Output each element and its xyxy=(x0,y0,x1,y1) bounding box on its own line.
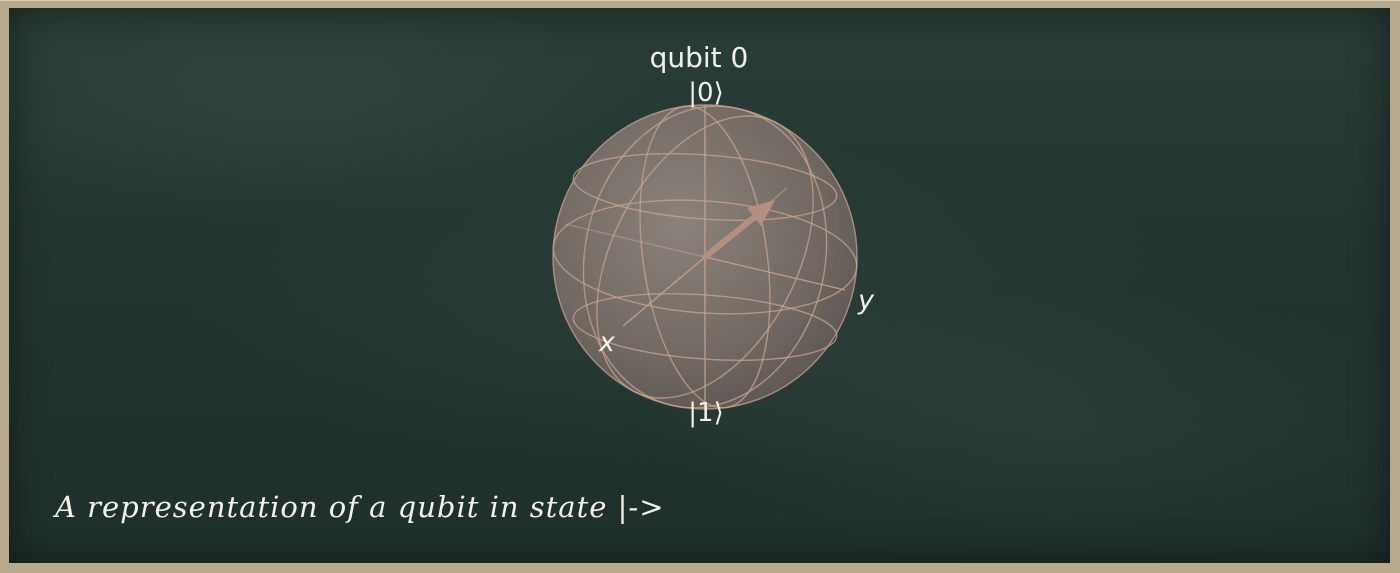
sphere-wireframe xyxy=(552,104,858,410)
meridian-line xyxy=(596,115,814,399)
ket-one-label: |1⟩ xyxy=(688,398,723,428)
latitude-line xyxy=(572,293,838,361)
meridian-line xyxy=(582,105,828,409)
y-axis xyxy=(704,256,846,291)
meridian-line xyxy=(639,105,771,409)
latitude-line xyxy=(572,153,838,221)
equator-line xyxy=(552,199,858,315)
y-axis-back xyxy=(564,223,706,258)
diagram-title: qubit 0 xyxy=(650,41,749,74)
caption-text: A representation of a qubit in state |-> xyxy=(55,490,665,524)
bloch-sphere-diagram: qubit 0 |0⟩ |1⟩ x y xyxy=(552,41,875,428)
chalkboard: qubit 0 |0⟩ |1⟩ x y A representation of … xyxy=(9,8,1390,563)
state-vector-arrow xyxy=(702,200,775,260)
x-axis-label: x xyxy=(598,327,616,358)
x-axis xyxy=(622,256,706,327)
y-axis-label: y xyxy=(857,285,875,316)
ket-zero-label: |0⟩ xyxy=(688,78,723,108)
